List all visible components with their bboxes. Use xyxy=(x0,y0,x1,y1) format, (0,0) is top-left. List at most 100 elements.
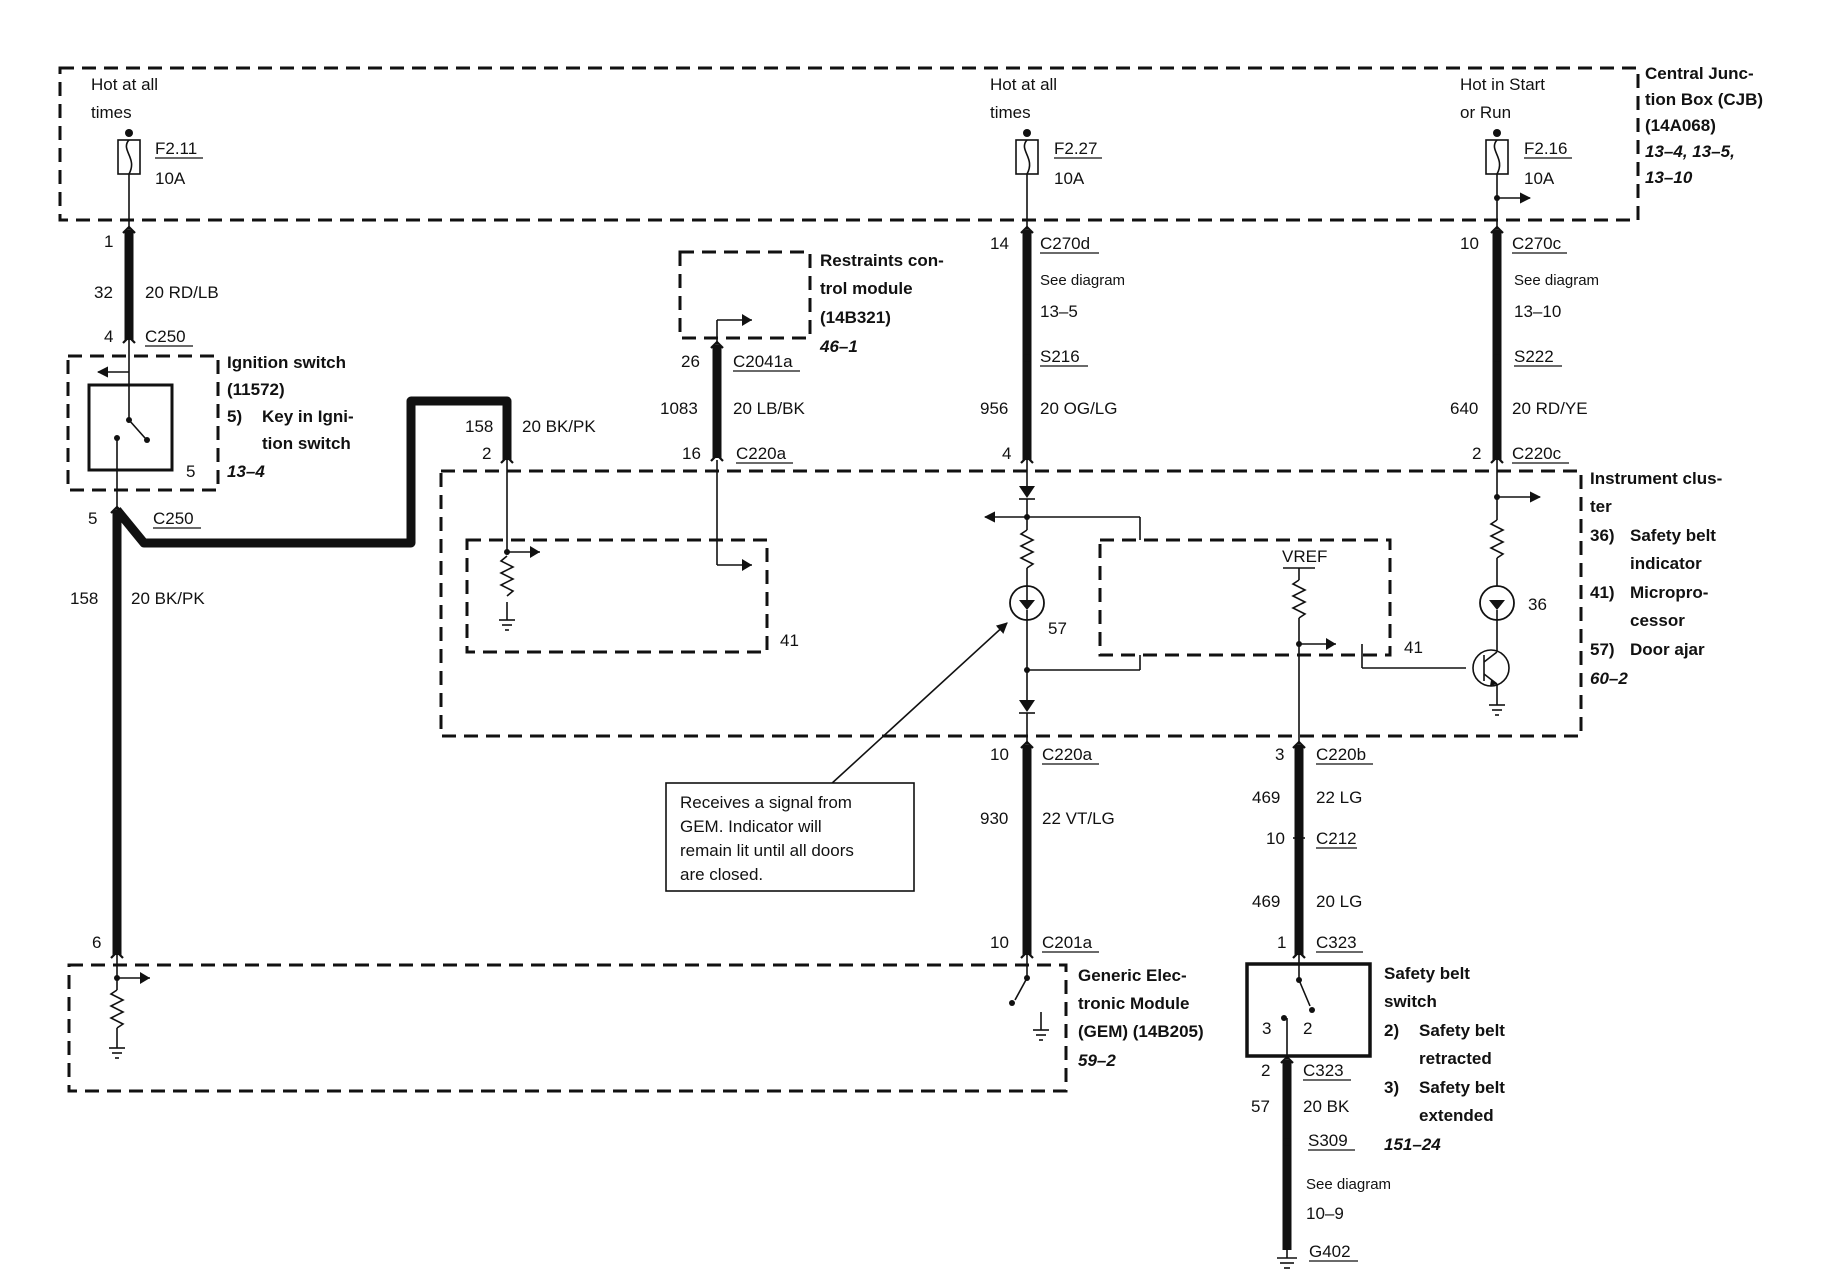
fuse2-rating: 10A xyxy=(1054,169,1085,188)
pin-10-c201a: 10 xyxy=(990,933,1009,952)
see-diagram-3: See diagram xyxy=(1306,1176,1391,1193)
safety-belt-indicator-circuit xyxy=(1361,460,1542,716)
wire-20-rd-ye: 20 RD/YE xyxy=(1512,399,1588,418)
splice-s222 xyxy=(1493,354,1501,362)
ignition-title-1: Ignition switch xyxy=(227,353,346,372)
gem-title-3: (GEM) (14B205) xyxy=(1078,1022,1204,1041)
fuse-f2-11 xyxy=(117,129,141,230)
splice-s222-label: S222 xyxy=(1514,347,1554,366)
fuse1-name: F2.11 xyxy=(155,139,197,158)
belt-switch-title-2: switch xyxy=(1384,992,1437,1011)
belt-item-2-1: Safety belt xyxy=(1419,1021,1505,1040)
ignition-term-5: 5 xyxy=(186,462,195,481)
wire-20-bk-pk-b: 20 BK/PK xyxy=(522,417,596,436)
ignition-item-num: 5) xyxy=(227,407,242,426)
fuse-f2-27 xyxy=(1015,129,1039,230)
conn-c220a-top: C220a xyxy=(736,444,787,463)
ic-item-41-1: Micropro- xyxy=(1630,583,1708,602)
conn-c2041a: C2041a xyxy=(733,352,793,371)
splice-s216-label: S216 xyxy=(1040,347,1080,366)
cjb-title-2: tion Box (CJB) xyxy=(1645,90,1763,109)
conn-c270c: C270c xyxy=(1512,234,1562,253)
mp-left-internal xyxy=(499,460,752,631)
circuit-469-b: 469 xyxy=(1252,892,1280,911)
rcm-title-1: Restraints con- xyxy=(820,251,944,270)
ground-g402-label: G402 xyxy=(1309,1242,1351,1261)
note-line-4: are closed. xyxy=(680,865,763,884)
circuit-469-a: 469 xyxy=(1252,788,1280,807)
splice-s216 xyxy=(1023,354,1031,362)
ic-item-57-num: 57) xyxy=(1590,640,1615,659)
cjb-ref-2: 13–10 xyxy=(1645,168,1693,187)
wire-20-rd-lb: 20 RD/LB xyxy=(145,283,219,302)
pin-10-c212: 10 xyxy=(1266,829,1285,848)
belt-item-2-2: retracted xyxy=(1419,1049,1492,1068)
splice-s309 xyxy=(1283,1138,1291,1146)
fuse3-rating: 10A xyxy=(1524,169,1555,188)
cjb-title-3: (14A068) xyxy=(1645,116,1716,135)
rcm-box xyxy=(678,250,812,340)
circuit-57: 57 xyxy=(1251,1097,1270,1116)
note-arrow xyxy=(829,622,1008,786)
ic-item-41-2: cessor xyxy=(1630,611,1685,630)
circuit-640: 640 xyxy=(1450,399,1478,418)
see-diagram-2: See diagram xyxy=(1514,272,1599,289)
ic-item-36-num: 36) xyxy=(1590,526,1615,545)
mp-label-right: 41 xyxy=(1404,638,1423,657)
conn-c250-top: C250 xyxy=(145,327,186,346)
belt-item-3-2: extended xyxy=(1419,1106,1494,1125)
fuse-f2-16 xyxy=(1485,129,1532,230)
cjb-hot3-line2: or Run xyxy=(1460,103,1511,122)
vref-circuit xyxy=(1283,567,1336,745)
circuit-32: 32 xyxy=(94,283,113,302)
cjb-ref-1: 13–4, 13–5, xyxy=(1645,142,1735,161)
gem-ref: 59–2 xyxy=(1078,1051,1116,1070)
note-line-3: remain lit until all doors xyxy=(680,841,854,860)
conn-c220a-bottom: C220a xyxy=(1042,745,1093,764)
belt-item-3-num: 3) xyxy=(1384,1078,1399,1097)
circuit-158: 158 xyxy=(70,589,98,608)
rcm-ref: 46–1 xyxy=(819,337,858,356)
cjb-title-1: Central Junc- xyxy=(1645,64,1754,83)
belt-switch-title-1: Safety belt xyxy=(1384,964,1470,983)
ignition-switch-symbol xyxy=(87,340,174,510)
belt-item-3-1: Safety belt xyxy=(1419,1078,1505,1097)
ic-title-2: ter xyxy=(1590,497,1612,516)
cjb-hot2-line2: times xyxy=(990,103,1031,122)
wire-20-bk-pk: 20 BK/PK xyxy=(131,589,205,608)
ground-g402-symbol xyxy=(1277,1250,1297,1269)
pin-10-c220a: 10 xyxy=(990,745,1009,764)
circuit-1083: 1083 xyxy=(660,399,698,418)
gem-internal-left xyxy=(109,955,150,1059)
ignition-switch-box xyxy=(66,354,220,492)
wire-20-og-lg: 20 OG/LG xyxy=(1040,399,1117,418)
gem-internal-right xyxy=(1009,955,1049,1041)
ignition-item-1: Key in Igni- xyxy=(262,407,354,426)
belt-item-2-num: 2) xyxy=(1384,1021,1399,1040)
conn-c220c: C220c xyxy=(1512,444,1562,463)
gem-pin-6: 6 xyxy=(92,933,101,952)
gem-title-1: Generic Elec- xyxy=(1078,966,1187,985)
lamp-36-label: 36 xyxy=(1528,595,1547,614)
wire-20-bk: 20 BK xyxy=(1303,1097,1350,1116)
microprocessor-left-box xyxy=(465,538,769,654)
circuit-956: 956 xyxy=(980,399,1008,418)
pin-3-c220b: 3 xyxy=(1275,745,1284,764)
cjb-hot1-line1: Hot at all xyxy=(91,75,158,94)
ic-title-1: Instrument clus- xyxy=(1590,469,1722,488)
gem-title-2: tronic Module xyxy=(1078,994,1189,1013)
wire-20-lg: 20 LG xyxy=(1316,892,1362,911)
pin-5: 5 xyxy=(88,509,97,528)
see-ref-10-9: 10–9 xyxy=(1306,1204,1344,1223)
wire-22-lg: 22 LG xyxy=(1316,788,1362,807)
pin-2-left: 2 xyxy=(482,444,491,463)
circuit-930: 930 xyxy=(980,809,1008,828)
belt-term-2: 2 xyxy=(1303,1019,1312,1038)
cjb-hot3-line1: Hot in Start xyxy=(1460,75,1545,94)
belt-switch-ref: 151–24 xyxy=(1384,1135,1441,1154)
pin-16: 16 xyxy=(682,444,701,463)
conn-c323-bottom: C323 xyxy=(1303,1061,1344,1080)
wire-20-lb-bk: 20 LB/BK xyxy=(733,399,805,418)
belt-term-3: 3 xyxy=(1262,1019,1271,1038)
